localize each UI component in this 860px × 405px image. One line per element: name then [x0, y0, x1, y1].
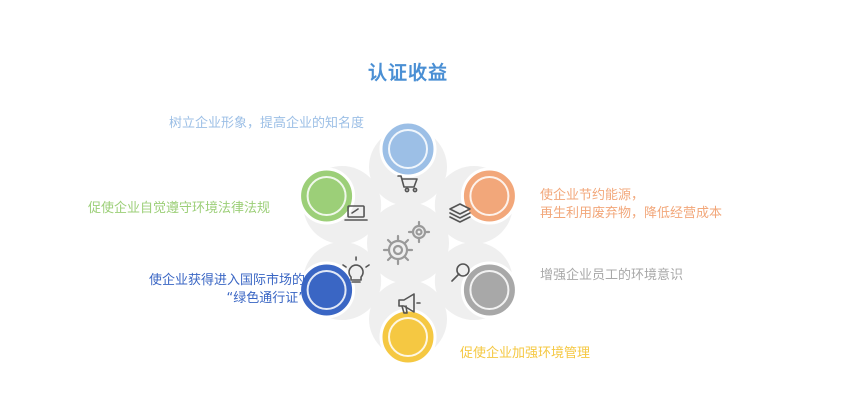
benefit-text-line: 促使企业加强环境管理 [460, 346, 591, 361]
magnifier-icon [451, 263, 470, 282]
benefit-node-management [369, 280, 447, 366]
megaphone-icon [398, 293, 421, 314]
shopping-cart-icon [397, 175, 418, 193]
benefit-label-environmental-awareness: 增强企业员工的环境意识 [540, 267, 683, 285]
benefit-label-reputation: 树立企业形象，提高企业的知名度 [169, 115, 364, 133]
center-circle [367, 202, 449, 284]
benefit-label-management: 促使企业加强环境管理 [460, 345, 590, 363]
benefit-node-compliance [298, 166, 382, 244]
benefit-node-environmental-awareness [434, 242, 518, 320]
benefit-text-line: 促使企业自觉遵守环境法律法规 [87, 201, 270, 216]
benefit-label-market-access: 使企业获得进入国际市场的 “绿色通行证” [149, 272, 305, 308]
benefit-text-line: 使企业获得进入国际市场的 [148, 273, 305, 288]
benefit-text-line: 再生利用废弃物，降低经营成本 [540, 206, 723, 221]
benefit-text-line: 使企业节约能源， [540, 188, 645, 203]
benefit-node-reputation [369, 120, 447, 206]
laptop-icon [344, 205, 368, 221]
benefit-node-resource-saving [434, 166, 518, 244]
layers-stack-icon [449, 203, 471, 223]
lightbulb-icon [342, 256, 370, 283]
benefit-text-line: 增强企业员工的环境意识 [540, 268, 684, 283]
benefit-text-line: 树立企业形象，提高企业的知名度 [168, 116, 364, 131]
benefit-label-compliance: 促使企业自觉遵守环境法律法规 [88, 200, 270, 218]
benefit-node-market-access [298, 242, 382, 320]
gears-icon [382, 220, 431, 266]
diagram-title: 认证收益 [367, 62, 448, 84]
benefit-text-line: “绿色通行证” [226, 291, 305, 306]
benefit-label-resource-saving: 使企业节约能源， 再生利用废弃物，降低经营成本 [540, 187, 722, 223]
